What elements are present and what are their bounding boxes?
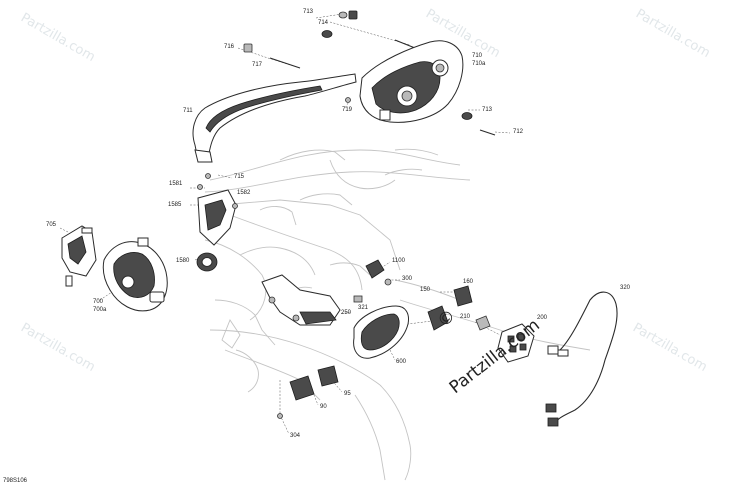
hardware-top bbox=[243, 10, 416, 69]
watermark-center: Partzilla.com bbox=[446, 315, 544, 398]
small-connectors bbox=[353, 259, 392, 303]
callout-c1580[interactable]: 1580 bbox=[176, 258, 190, 264]
callout-labels: 713 714 716 717 710 710a 711 719 713 712 715 1581 15… bbox=[46, 9, 631, 439]
callout-c1581[interactable]: 1581 bbox=[169, 181, 183, 187]
callout-c715[interactable]: 715 bbox=[234, 174, 245, 180]
callout-c90[interactable]: 90 bbox=[320, 404, 327, 410]
screw-717[interactable] bbox=[269, 57, 301, 69]
part-710-headlamp[interactable] bbox=[359, 40, 464, 123]
callout-c95[interactable]: 95 bbox=[344, 391, 351, 397]
part-150[interactable] bbox=[427, 305, 449, 331]
part-250-bracket[interactable] bbox=[261, 274, 341, 326]
callout-c304[interactable]: 304 bbox=[290, 433, 301, 439]
part-160[interactable] bbox=[453, 285, 473, 307]
lower-switches bbox=[277, 365, 339, 419]
callout-c150[interactable]: 150 bbox=[420, 287, 431, 293]
callout-c712[interactable]: 712 bbox=[513, 129, 524, 135]
callout-c1582[interactable]: 1582 bbox=[237, 190, 251, 196]
bolt-713-head[interactable] bbox=[348, 10, 358, 20]
screw-712[interactable] bbox=[479, 129, 496, 136]
watermark-top-right: Partzilla.com bbox=[633, 6, 713, 61]
part-95[interactable] bbox=[317, 365, 339, 387]
callout-c320[interactable]: 320 bbox=[620, 285, 631, 291]
callout-c210[interactable]: 210 bbox=[460, 314, 471, 320]
callout-c200[interactable]: 200 bbox=[537, 315, 548, 321]
callout-c713b[interactable]: 713 bbox=[482, 107, 493, 113]
part-1100[interactable] bbox=[365, 259, 385, 279]
callout-c321[interactable]: 321 bbox=[358, 305, 369, 311]
part-711-trim[interactable] bbox=[192, 73, 357, 163]
watermark-bottom-right: Partzilla.com bbox=[630, 320, 710, 375]
callout-c700a[interactable]: 700a bbox=[93, 307, 107, 313]
hardware-right bbox=[345, 97, 496, 136]
switch-cluster bbox=[427, 285, 491, 331]
bracket-1585[interactable] bbox=[197, 173, 238, 246]
screw-304[interactable] bbox=[277, 413, 283, 419]
callout-c1585[interactable]: 1585 bbox=[168, 202, 182, 208]
screw-1582[interactable] bbox=[232, 203, 238, 209]
nut-1581[interactable] bbox=[197, 184, 203, 190]
part-90[interactable] bbox=[289, 375, 315, 401]
callout-c600[interactable]: 600 bbox=[396, 359, 407, 365]
part-300[interactable] bbox=[384, 278, 392, 286]
grommet-713b[interactable] bbox=[461, 112, 473, 120]
part-705-lamp[interactable] bbox=[61, 225, 97, 287]
callout-c700[interactable]: 700 bbox=[93, 299, 104, 305]
diagram-code: 798S106 bbox=[3, 478, 28, 484]
callout-c250[interactable]: 250 bbox=[341, 310, 352, 316]
callout-c160[interactable]: 160 bbox=[463, 279, 474, 285]
callout-c715a[interactable]: 716 bbox=[224, 44, 235, 50]
callout-c1100[interactable]: 1100 bbox=[392, 258, 406, 264]
watermark-top-left: Partzilla.com bbox=[18, 10, 98, 65]
part-320-harness[interactable] bbox=[545, 291, 618, 427]
clip-716[interactable] bbox=[243, 43, 253, 53]
screw-top bbox=[394, 39, 416, 49]
part-1580-horn[interactable] bbox=[196, 252, 218, 272]
callout-c717[interactable]: 717 bbox=[252, 62, 263, 68]
nut-713[interactable] bbox=[338, 11, 348, 19]
callout-c711[interactable]: 711 bbox=[183, 108, 193, 114]
part-200-module[interactable] bbox=[497, 323, 559, 363]
part-210[interactable] bbox=[475, 315, 491, 331]
callout-c713a[interactable]: 713 bbox=[303, 9, 314, 15]
callout-c705[interactable]: 705 bbox=[46, 222, 57, 228]
part-700-lamp[interactable] bbox=[102, 237, 168, 312]
callout-c710a[interactable]: 710a bbox=[472, 61, 486, 67]
screw-715[interactable] bbox=[205, 173, 211, 179]
callout-c710[interactable]: 710 bbox=[472, 53, 483, 59]
callout-c300[interactable]: 300 bbox=[402, 276, 413, 282]
screw-719[interactable] bbox=[345, 97, 351, 103]
part-321[interactable] bbox=[353, 295, 363, 303]
part-600-cluster[interactable] bbox=[353, 305, 409, 359]
callout-c719[interactable]: 719 bbox=[342, 107, 353, 113]
callout-c714[interactable]: 714 bbox=[318, 20, 329, 26]
watermark-bottom-left: Partzilla.com bbox=[18, 320, 98, 375]
grommet-714[interactable] bbox=[321, 30, 333, 38]
